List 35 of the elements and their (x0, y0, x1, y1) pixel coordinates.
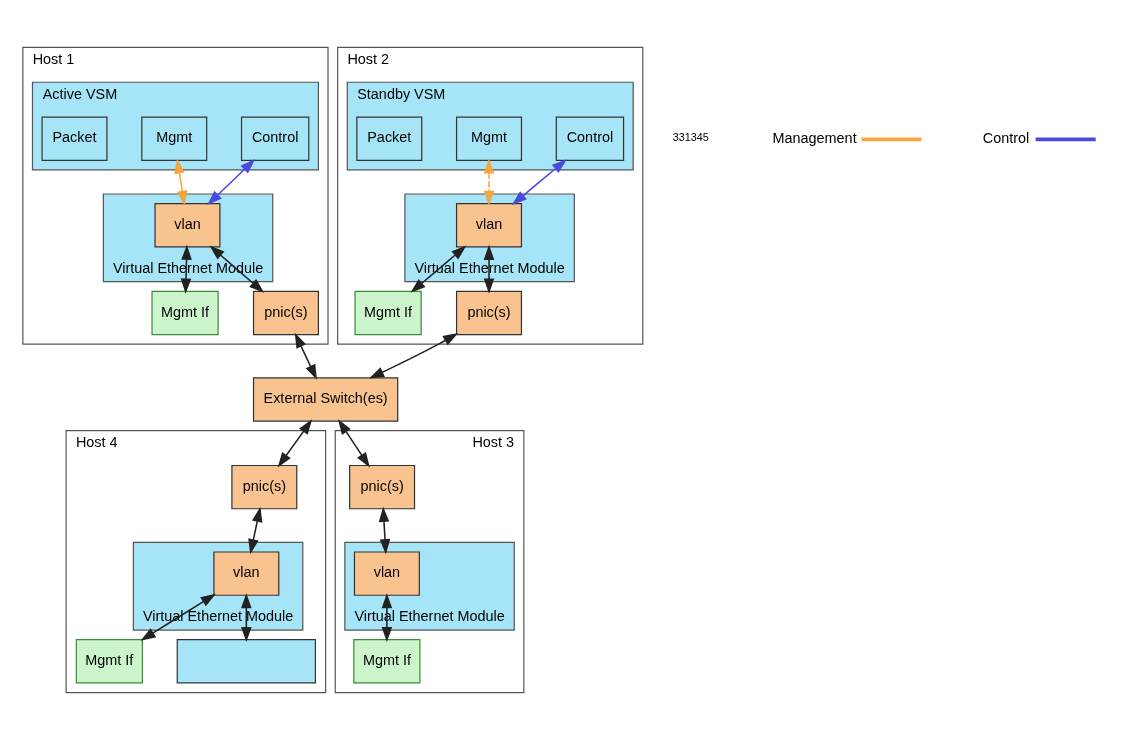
arrow (483, 158, 495, 206)
node-box: External Switch(es) (252, 377, 399, 422)
node-box: Mgmt If (353, 639, 421, 684)
node-box: Mgmt (455, 116, 523, 161)
node-box: Packet (356, 116, 423, 161)
node-box: pnic(s) (252, 290, 319, 336)
node-box: Control (555, 116, 625, 161)
label: 331345 (672, 131, 709, 144)
node-box: Control (240, 116, 310, 161)
arrow (241, 593, 252, 643)
arrow (140, 593, 216, 641)
arrow (378, 506, 391, 555)
node-box: vlan (154, 203, 221, 248)
arrow (174, 158, 188, 206)
node-box: Mgmt If (75, 639, 143, 684)
node-box (176, 639, 316, 684)
arrow (248, 506, 263, 555)
node-box: vlan (213, 551, 280, 596)
legend-label: Management (772, 130, 857, 147)
legend-label: Control (982, 130, 1030, 147)
node-box: Packet (41, 116, 108, 161)
arrow (277, 419, 313, 468)
node-box: pnic(s) (231, 464, 298, 510)
arrow (294, 332, 317, 380)
arrow (511, 159, 567, 205)
node-box: vlan (455, 203, 523, 248)
arrow (207, 159, 256, 206)
node-box: Mgmt (141, 116, 208, 161)
arrow (369, 333, 459, 379)
node-box: pnic(s) (455, 290, 523, 336)
node-box: Mgmt If (354, 290, 422, 336)
arrow (338, 419, 370, 468)
node-box: vlan (353, 551, 420, 596)
node-box: Mgmt If (151, 290, 219, 336)
node-box: pnic(s) (349, 464, 416, 510)
